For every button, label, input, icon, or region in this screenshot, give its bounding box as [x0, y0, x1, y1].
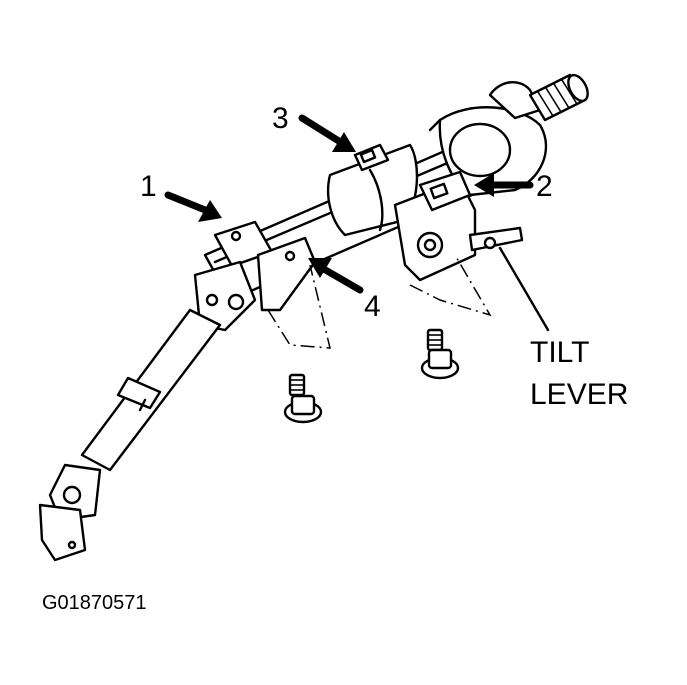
front-mount-bracket — [213, 220, 317, 312]
arrow-3 — [298, 114, 356, 152]
bolt-rear — [420, 328, 460, 380]
tilt-lever-leader — [498, 246, 550, 332]
tilt-label-line2: LEVER — [530, 378, 628, 411]
center-collar — [326, 143, 419, 237]
callout-3: 3 — [272, 102, 289, 135]
callout-4: 4 — [364, 290, 381, 323]
tilt-label-line1: TILT — [530, 336, 589, 369]
intermediate-shaft — [80, 308, 222, 472]
alignment-lines — [267, 254, 492, 349]
arrow-2 — [474, 173, 534, 197]
tilt-lever — [468, 226, 524, 252]
lower-u-joint — [38, 463, 102, 562]
upper-housing — [428, 81, 548, 197]
bolt-front — [283, 373, 323, 424]
arrow-1 — [164, 191, 222, 222]
callout-2: 2 — [536, 170, 553, 203]
figure-code: G01870571 — [42, 592, 147, 614]
upper-shaft-splines — [528, 73, 589, 122]
callout-1: 1 — [140, 170, 157, 203]
rear-mount-bracket — [393, 170, 477, 282]
arrow-4 — [308, 258, 364, 294]
